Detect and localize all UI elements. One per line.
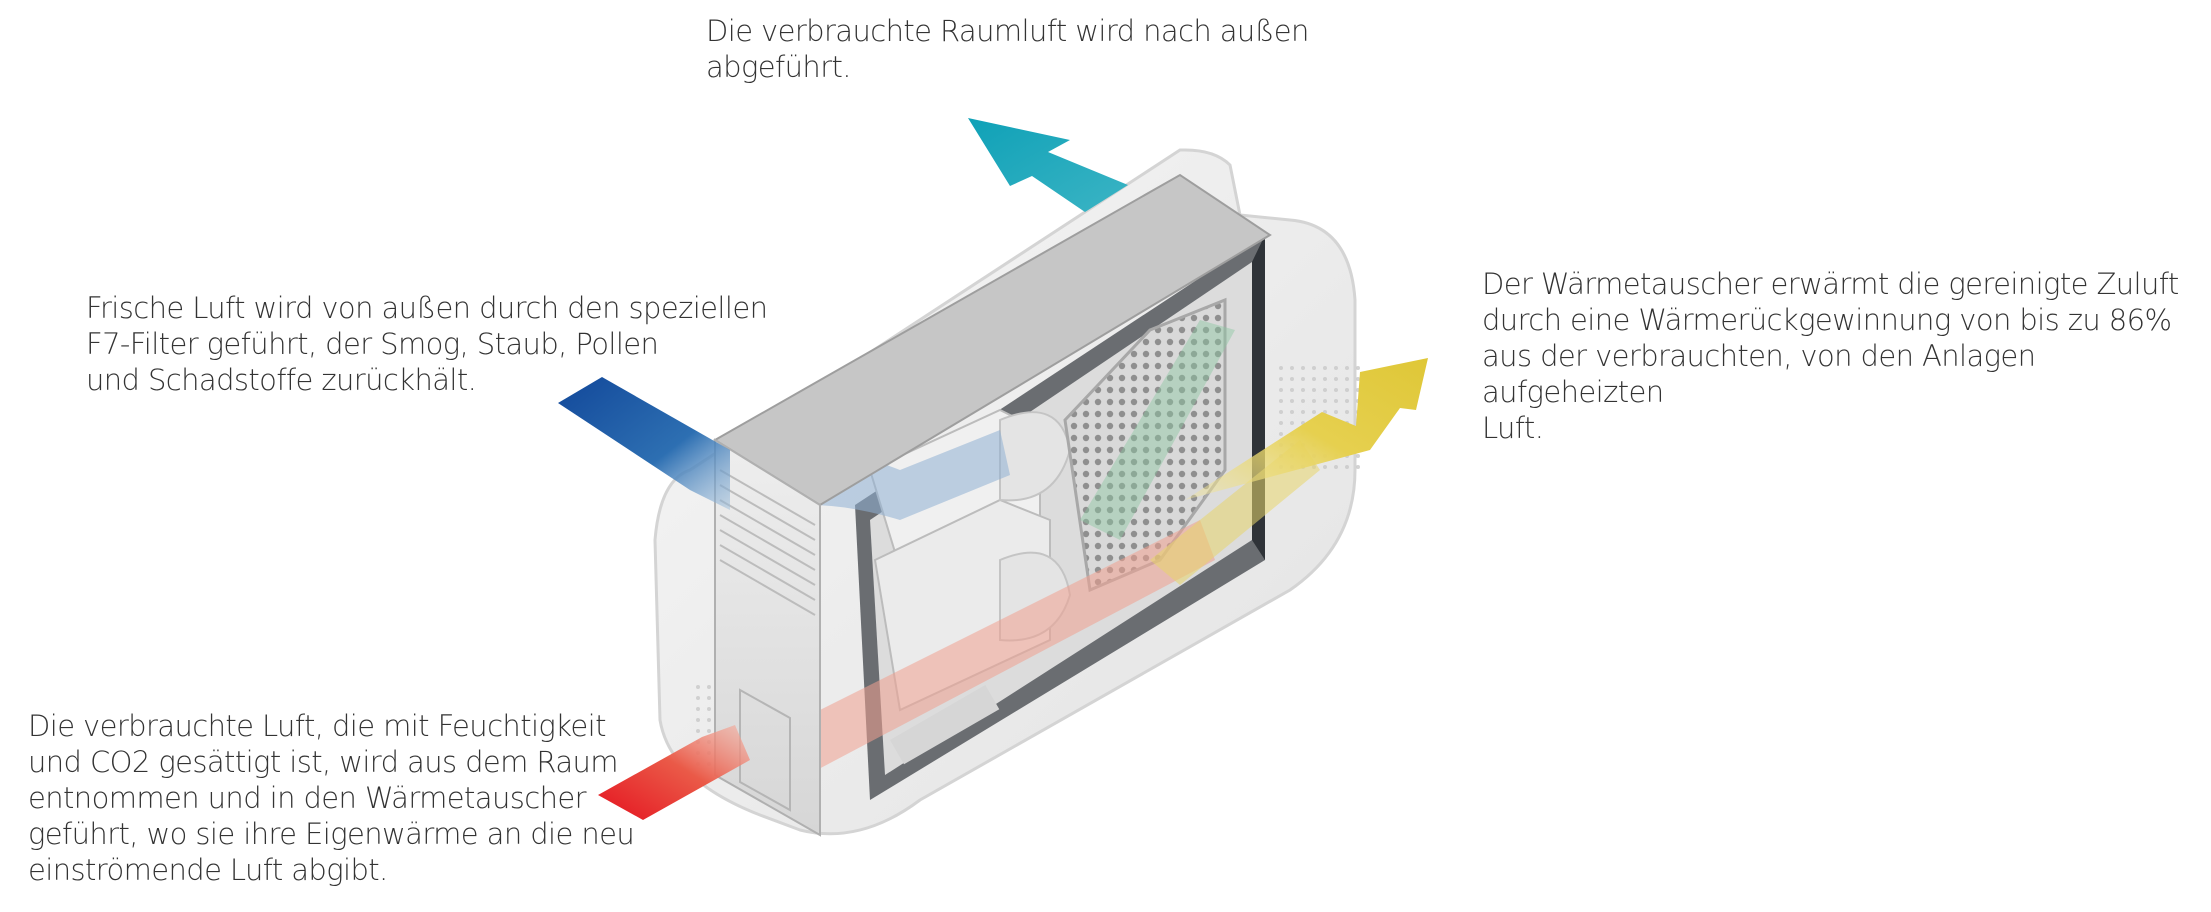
exhaust-air-arrow-icon (968, 118, 1128, 212)
supply-air-arrow-icon (1185, 358, 1428, 500)
caption-stale-air: Die verbrauchte Luft, die mit Feuchtigke… (28, 709, 635, 887)
front-housing (713, 173, 1272, 837)
internal-airflow (720, 320, 1320, 800)
fresh-air-arrow-icon (558, 377, 730, 510)
caption-exhaust-air: Die verbrauchte Raumluft wird nach außen… (706, 14, 1309, 84)
caption-fresh-air: Frische Luft wird von außen durch den sp… (86, 291, 768, 397)
stale-air-arrow-icon (598, 725, 750, 820)
caption-heat-exchanger: Der Wärmetauscher erwärmt die gereinigte… (1482, 267, 2179, 445)
